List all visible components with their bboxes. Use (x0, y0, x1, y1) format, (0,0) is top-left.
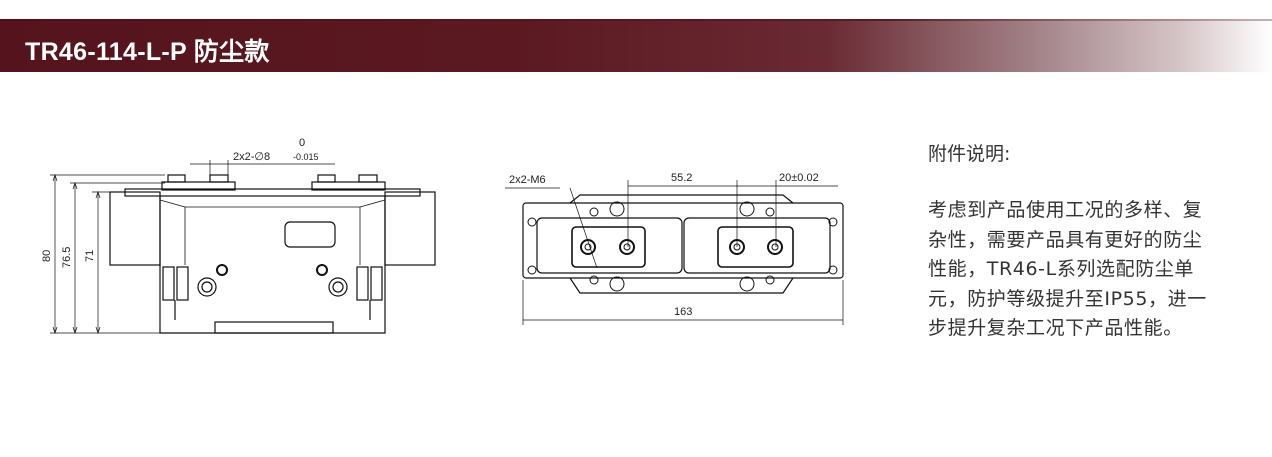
notes-line: 杂性，需要产品具有更好的防尘 (928, 228, 1203, 251)
notes-panel: 附件说明: 考虑到产品使用工况的多样、复 杂性，需要产品具有更好的防尘 性能，T… (928, 140, 1207, 344)
thread-spec-label: 2x2-M6 (509, 174, 546, 186)
notes-line: 考虑到产品使用工况的多样、复 (928, 199, 1203, 221)
pitch-dim-label: 20±0.02 (779, 172, 819, 184)
front-view-drawing (50, 160, 436, 335)
header-top-rule (0, 19, 1272, 21)
notes-heading: 附件说明: (928, 143, 1011, 165)
top-view-drawing (505, 180, 844, 325)
notes-line: 步提升复杂工况下产品性能。 (928, 317, 1183, 339)
notes-line: 性能，TR46-L系列选配防尘单 (928, 258, 1195, 280)
length-dim-label: 163 (674, 306, 692, 318)
hole-spec-label: 2x2-∅8 (233, 151, 270, 163)
section-title: TR46-114-L-P 防尘款 (25, 38, 270, 66)
tolerance-upper: 0 (299, 137, 305, 149)
height-dim-80: 80 (41, 250, 53, 262)
notes-line: 元，防护等级提升至IP55，进一 (928, 287, 1207, 310)
height-dim-76-5: 76.5 (61, 247, 73, 268)
spacing-dim-label: 55.2 (671, 172, 692, 184)
height-dim-71: 71 (84, 250, 96, 262)
section-header: TR46-114-L-P 防尘款 (0, 21, 1272, 72)
tolerance-lower: -0.015 (293, 152, 319, 162)
